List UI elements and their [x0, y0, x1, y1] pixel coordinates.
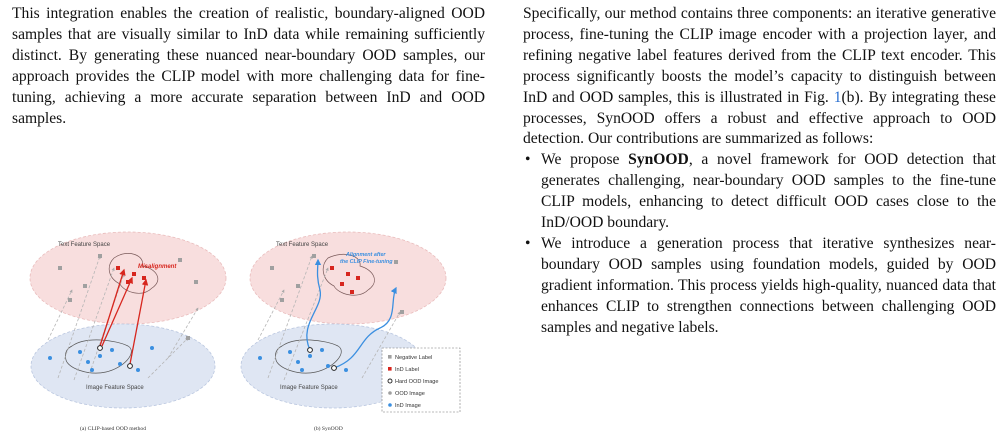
- bullet-text: , a novel framework for OOD detection th…: [541, 151, 996, 232]
- legend-negative: Negative Label: [395, 355, 432, 361]
- right-paragraph-text-1: Specifically, our method contains three …: [523, 5, 996, 106]
- bullet-icon: •: [525, 151, 531, 169]
- text-space-label-a: Text Feature Space: [58, 242, 111, 248]
- figure-ref-link[interactable]: 1: [833, 88, 842, 106]
- image-cluster-region-b: [275, 339, 342, 374]
- legend: Negative Label InD Label Hard OOD Image …: [381, 347, 461, 413]
- misalignment-label: Misalignment: [138, 264, 177, 270]
- legend-hard-ood-swatch: [387, 378, 393, 384]
- legend-ind-image-swatch: [388, 403, 392, 407]
- text-feature-space-b: [249, 231, 447, 325]
- caption-b: (b) SynOOD: [314, 425, 343, 432]
- left-column: This integration enables the creation of…: [12, 4, 485, 129]
- image-feature-space-a: [30, 323, 216, 409]
- figure-svg: Text Feature Space Misalignment Image Fe…: [29, 231, 461, 432]
- contributions-list: • We propose SynOOD, a novel framework fo…: [523, 150, 996, 338]
- left-paragraph: This integration enables the creation of…: [12, 5, 485, 127]
- bullet-icon: •: [525, 234, 531, 252]
- figure-1: Text Feature Space Misalignment Image Fe…: [28, 228, 468, 438]
- ind-cluster-region-a: [108, 253, 159, 294]
- image-space-label-b: Image Feature Space: [280, 385, 338, 391]
- legend-ind-label-swatch: [388, 367, 392, 371]
- alignment-label-2: the CLIP Fine-tuning: [340, 259, 393, 265]
- legend-ood-swatch: [388, 391, 392, 395]
- bullet-bold: SynOOD: [628, 151, 689, 169]
- panel-b: Text Feature Space Alignment after the C…: [240, 231, 447, 432]
- right-paragraph-text-2: (b). By integrating these processes, Syn…: [523, 88, 996, 148]
- caption-a: (a) CLIP-based OOD method: [80, 425, 146, 432]
- legend-negative-swatch: [388, 355, 392, 359]
- panel-a: Text Feature Space Misalignment Image Fe…: [29, 231, 227, 432]
- legend-ood: OOD Image: [395, 391, 425, 397]
- list-item: • We introduce a generation process that …: [523, 234, 996, 339]
- right-column: Specifically, our method contains three …: [523, 4, 996, 339]
- legend-ind-image: InD Image: [395, 403, 421, 409]
- bullet-text: We introduce a generation process that i…: [541, 234, 996, 336]
- bullet-prefix: We propose: [541, 151, 629, 169]
- image-space-label-a: Image Feature Space: [86, 385, 144, 391]
- text-space-label-b: Text Feature Space: [276, 242, 329, 248]
- list-item: • We propose SynOOD, a novel framework fo…: [523, 150, 996, 234]
- right-paragraph: Specifically, our method contains three …: [523, 4, 996, 150]
- alignment-label-1: Alignment after: [345, 252, 386, 258]
- image-cluster-region-a: [65, 339, 132, 374]
- legend-ind-label: InD Label: [395, 367, 419, 373]
- legend-hard-ood: Hard OOD Image: [395, 379, 439, 385]
